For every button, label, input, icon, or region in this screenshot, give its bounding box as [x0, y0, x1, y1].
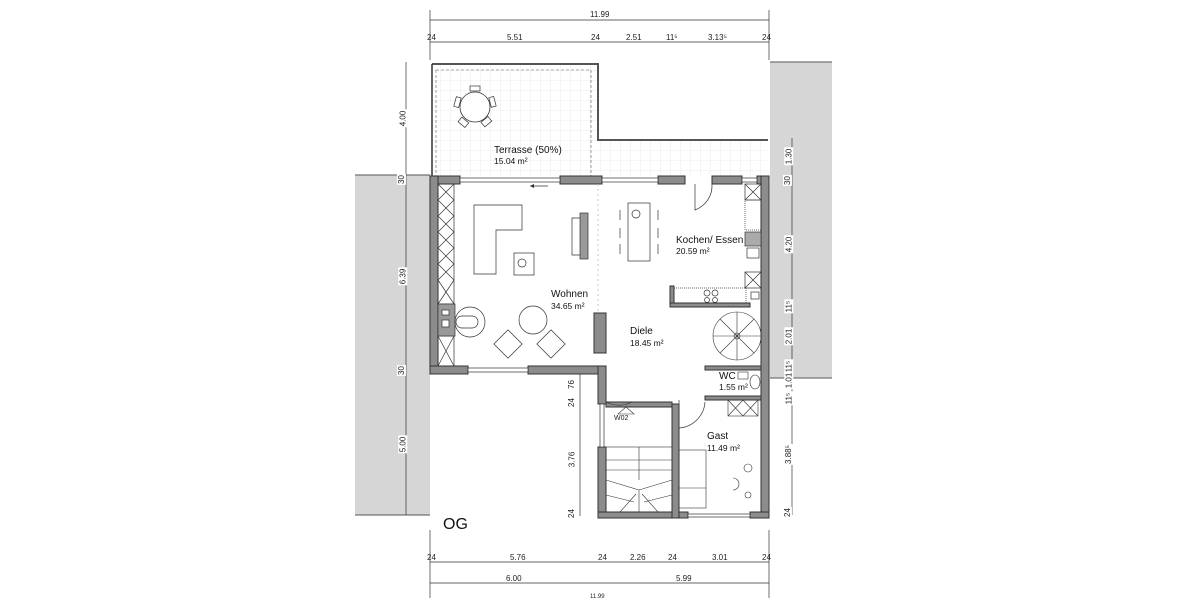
- shelf-units: [437, 183, 456, 367]
- dim-top-seg: 24: [427, 33, 436, 42]
- dim-bottom-seg: 5.76: [510, 553, 526, 562]
- dim-bottom-seg: 24: [668, 553, 677, 562]
- room-name-kochen-essen: Kochen/ Essen: [676, 235, 744, 246]
- dim-right: 4.20: [784, 235, 794, 254]
- room-name-gast: Gast: [707, 431, 729, 442]
- kitchen-units: [673, 183, 762, 304]
- stair-marker: W02: [614, 415, 629, 422]
- room-name-wc: WC: [719, 371, 736, 382]
- dim-top-seg: 3.13⁵: [708, 33, 727, 42]
- dim-bottom-total: 5.99: [676, 574, 692, 583]
- dim-inner: 3.76: [567, 450, 577, 469]
- dim-inner: 24: [566, 397, 576, 408]
- terrace: [431, 63, 768, 178]
- dim-left: 5.00: [398, 435, 408, 454]
- room-area-wc: 1.55 m²: [719, 382, 748, 392]
- dim-right: 3.88⁵: [783, 444, 793, 465]
- dining-table: [619, 202, 659, 262]
- dim-bottom-seg: 24: [762, 553, 771, 562]
- dim-top-seg: 11⁵: [666, 33, 678, 42]
- stair-case: [605, 406, 673, 513]
- room-area-kochen-essen: 20.59 m²: [676, 246, 710, 256]
- dim-left: 30: [396, 365, 406, 376]
- dim-top-seg: 24: [591, 33, 600, 42]
- dim-left: 4.00: [398, 109, 408, 128]
- dim-left: 30: [396, 174, 406, 185]
- neighbor-building-left: [355, 175, 430, 515]
- neighbor-building-right: [770, 62, 832, 378]
- dim-bottom-seg: 3.01: [712, 553, 728, 562]
- dim-right: 30: [782, 175, 792, 186]
- wc-fixtures: [737, 371, 761, 390]
- room-area-wohnen: 34.65 m²: [551, 301, 585, 311]
- room-area-gast: 11.49 m²: [707, 443, 740, 453]
- dim-bottom-seg: 2.26: [630, 553, 646, 562]
- dim-top-seg: 2.51: [626, 33, 642, 42]
- dim-bottom-total: 6.00: [506, 574, 522, 583]
- dim-top-seg: 5.51: [507, 33, 523, 42]
- dim-right: 1.30: [784, 147, 794, 166]
- spiral-stair: [712, 311, 762, 361]
- dim-right: 2.01: [784, 327, 794, 346]
- windows: [459, 177, 758, 518]
- dim-inner: 76: [566, 379, 576, 390]
- room-name-wohnen: Wohnen: [551, 289, 589, 300]
- dim-bottom-seg: 24: [427, 553, 436, 562]
- living-furniture: [454, 204, 589, 359]
- room-area-diele: 18.45 m²: [630, 338, 664, 348]
- dim-top-total: 11.99: [590, 10, 610, 19]
- room-name-diele: Diele: [630, 326, 653, 337]
- dim-right: 11⁵: [784, 299, 794, 314]
- room-area-terrasse: 15.04 m²: [494, 156, 528, 166]
- dim-bottom-seg: 24: [598, 553, 607, 562]
- room-name-terrasse: Terrasse (50%): [494, 145, 562, 156]
- dim-bottom-overall: 11.99: [590, 594, 605, 600]
- dim-left: 6.39: [398, 267, 408, 286]
- dim-right: 1.01: [784, 371, 794, 390]
- dim-inner: 24: [566, 508, 576, 519]
- guest-furniture: [678, 399, 759, 509]
- walls: [429, 175, 770, 519]
- dim-top-seg: 24: [762, 33, 771, 42]
- floor-label: OG: [443, 516, 468, 533]
- dim-right: 11⁵: [784, 391, 794, 406]
- dim-right: 24: [782, 507, 792, 518]
- doors: [605, 183, 713, 429]
